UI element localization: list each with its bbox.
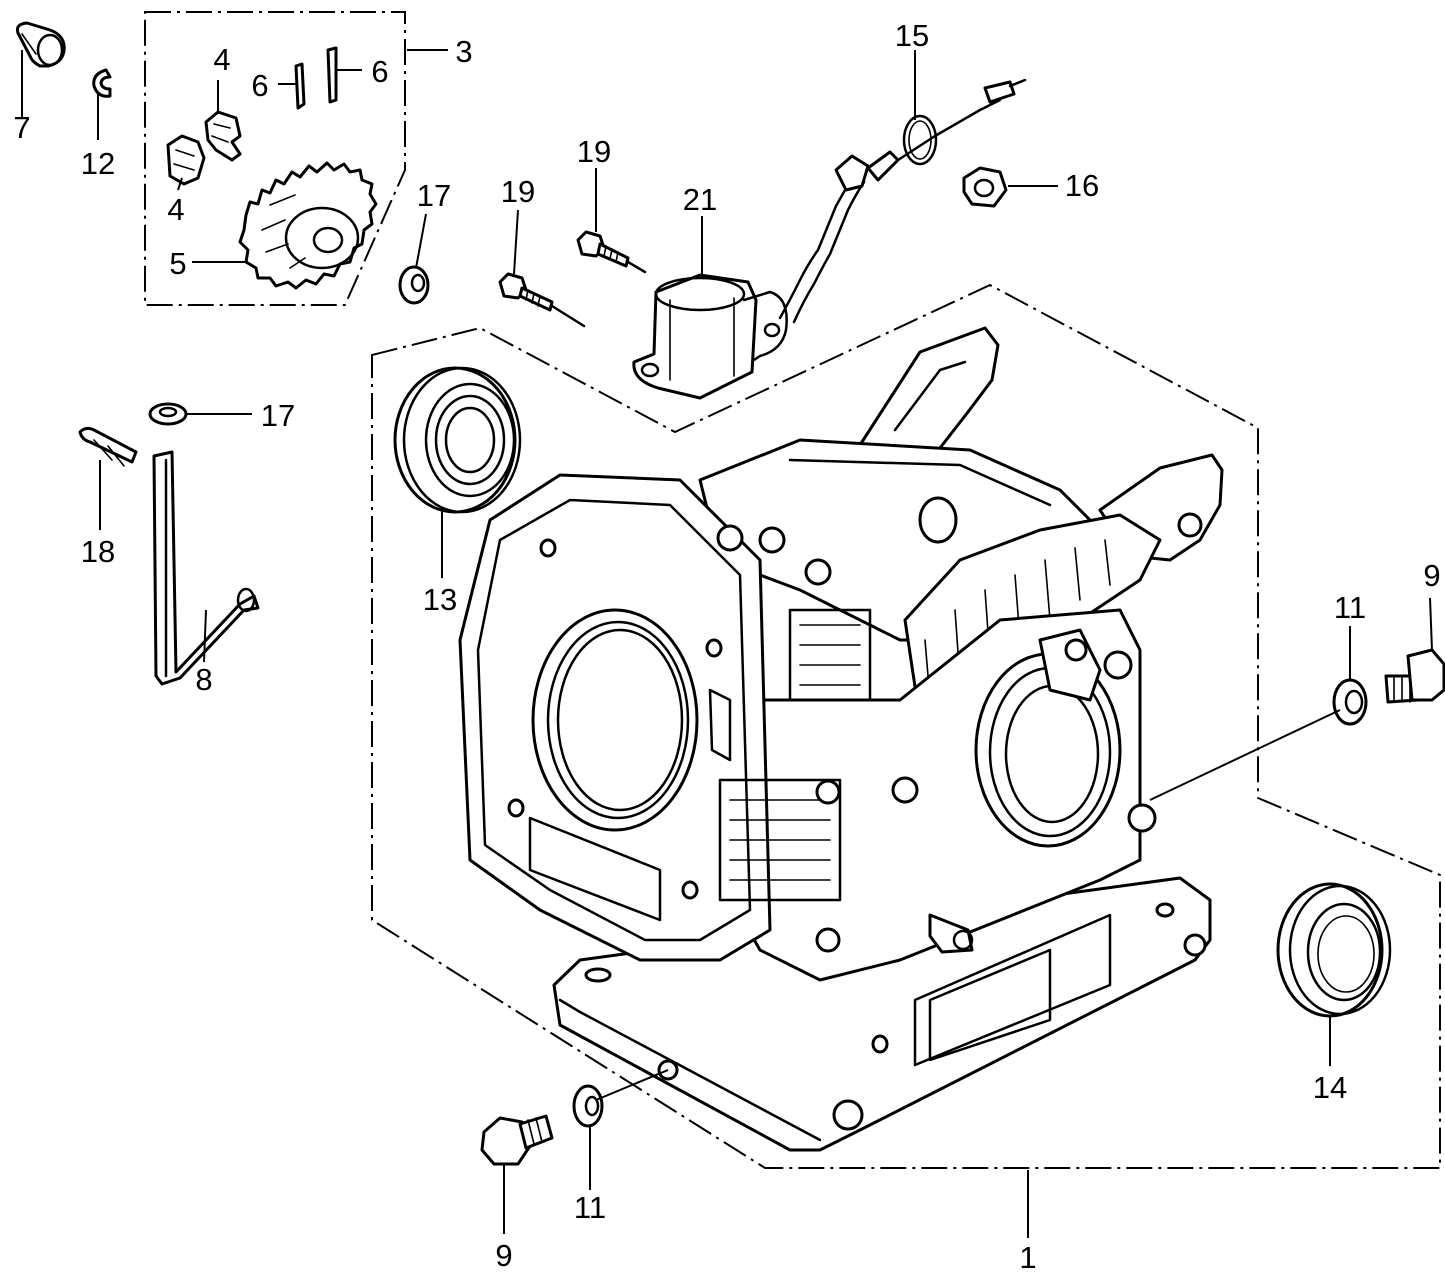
part-7-plug-cap xyxy=(15,21,66,68)
callout-17-lower: 17 xyxy=(261,398,295,433)
part-4-lower-weight xyxy=(166,134,206,186)
callout-5: 5 xyxy=(169,246,186,281)
part-11-washer-right xyxy=(1332,678,1368,726)
part-17-washer-lower xyxy=(148,402,188,426)
part-15-o-ring xyxy=(902,114,938,166)
callout-6-left: 6 xyxy=(251,68,268,103)
part-16-nut xyxy=(962,166,1008,208)
callout-11-bottom: 11 xyxy=(574,1190,606,1225)
part-21-oil-sensor xyxy=(632,78,1027,400)
callout-19-upper: 19 xyxy=(577,134,611,169)
callout-labels: 1 3 4 4 5 6 6 7 8 9 9 11 11 12 13 14 15 … xyxy=(13,18,1440,1275)
callout-12: 12 xyxy=(81,146,115,181)
part-17-washer-upper xyxy=(398,265,430,305)
group-box-1 xyxy=(371,283,1441,1169)
group-box-3 xyxy=(144,11,406,306)
part-9-drain-bolt-right xyxy=(1384,648,1445,704)
part-18-clip xyxy=(78,426,138,467)
part-6-pin-left xyxy=(294,62,306,110)
callout-1: 1 xyxy=(1019,1240,1036,1275)
callout-19-lower: 19 xyxy=(501,174,535,209)
callout-15: 15 xyxy=(895,18,929,53)
part-19-bolt-lower xyxy=(498,272,586,328)
callout-8: 8 xyxy=(195,662,212,697)
callout-3: 3 xyxy=(455,34,472,69)
part-13-bearing xyxy=(393,366,522,514)
part-12-clip xyxy=(92,68,112,98)
part-5-governor-gear xyxy=(238,161,378,290)
part-8-breather-tube xyxy=(152,450,260,686)
part-6-pin-right xyxy=(326,46,338,104)
callout-4-upper: 4 xyxy=(213,42,230,77)
callout-17-upper: 17 xyxy=(417,178,451,213)
part-4-upper-weight xyxy=(204,110,242,162)
part-1-crankcase xyxy=(458,326,1224,1152)
callout-9-bottom: 9 xyxy=(495,1238,512,1273)
callout-4-lower: 4 xyxy=(167,192,184,227)
callout-7: 7 xyxy=(13,110,30,145)
callout-21: 21 xyxy=(683,182,717,217)
callout-18: 18 xyxy=(81,534,115,569)
callout-16: 16 xyxy=(1065,168,1099,203)
callout-13: 13 xyxy=(423,582,457,617)
part-9-drain-bolt-bottom xyxy=(480,1114,554,1166)
leader-lines xyxy=(21,49,1433,1238)
callout-11-right: 11 xyxy=(1334,590,1366,625)
callout-14: 14 xyxy=(1313,1070,1347,1105)
callout-6-right: 6 xyxy=(371,54,388,89)
callout-9-right: 9 xyxy=(1423,558,1440,593)
part-14-oil-seal xyxy=(1276,882,1392,1018)
part-11-washer-bottom xyxy=(572,1084,604,1128)
part-19-bolt-upper xyxy=(576,230,647,274)
